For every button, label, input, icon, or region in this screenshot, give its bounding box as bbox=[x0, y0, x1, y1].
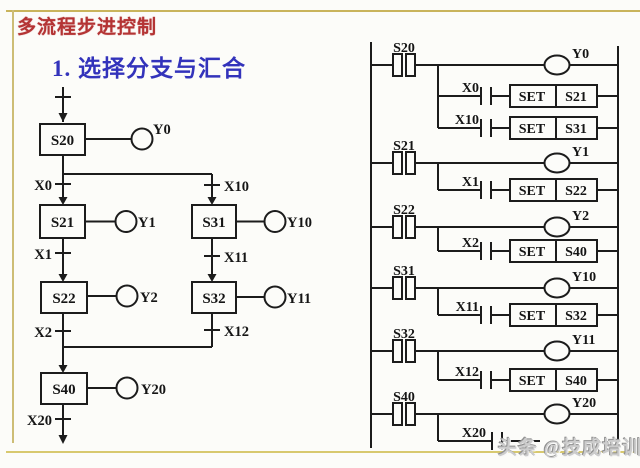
stl-step-contacts bbox=[392, 53, 416, 426]
transition-label: X12 bbox=[224, 324, 249, 340]
set-keyword: SET bbox=[519, 245, 546, 260]
output-label: Y11 bbox=[287, 291, 311, 307]
no-contacts bbox=[480, 87, 503, 450]
sfc-transition-ticks bbox=[55, 183, 220, 420]
frame-top-line bbox=[6, 10, 640, 12]
transition-label: X10 bbox=[224, 179, 249, 195]
output-label: Y20 bbox=[141, 382, 166, 398]
output-coil-y2 bbox=[115, 284, 139, 308]
set-boxes bbox=[509, 84, 598, 392]
contact-label: X11 bbox=[456, 300, 479, 315]
set-target: S40 bbox=[565, 374, 587, 389]
step-label: S31 bbox=[202, 215, 225, 231]
stl-contact-label: S32 bbox=[393, 327, 415, 342]
step-label: S32 bbox=[202, 291, 225, 307]
section-heading: 1. 选择分支与汇合 bbox=[52, 56, 246, 81]
output-coils bbox=[543, 54, 571, 425]
set-target: S40 bbox=[565, 245, 587, 260]
transition-label: X0 bbox=[34, 178, 52, 194]
step-label: S21 bbox=[51, 215, 74, 231]
set-keyword: SET bbox=[519, 90, 546, 105]
set-target: S32 bbox=[565, 309, 587, 324]
output-label: Y10 bbox=[287, 215, 312, 231]
stl-contact-label: S22 bbox=[393, 203, 415, 218]
contact-label: X1 bbox=[462, 175, 479, 190]
contact-label: X0 bbox=[462, 81, 479, 96]
watermark: 头条 @技成培训 bbox=[498, 438, 640, 459]
step-box-s32 bbox=[191, 281, 237, 314]
set-keyword: SET bbox=[519, 374, 546, 389]
coil-label: Y10 bbox=[572, 270, 596, 285]
transition-label: X2 bbox=[34, 325, 52, 341]
set-keyword: SET bbox=[519, 309, 546, 324]
transition-label: X1 bbox=[34, 247, 52, 263]
step-box-s22 bbox=[40, 281, 88, 314]
output-label: Y2 bbox=[140, 290, 158, 306]
set-keyword: SET bbox=[519, 184, 546, 199]
output-coil-y1 bbox=[114, 210, 138, 233]
ladder-wires bbox=[371, 64, 618, 442]
step-box-s40 bbox=[40, 372, 88, 405]
output-coil-y11 bbox=[263, 285, 287, 309]
stl-contact-label: S31 bbox=[393, 264, 415, 279]
coil-label: Y2 bbox=[572, 209, 589, 224]
step-box-s31 bbox=[191, 204, 237, 239]
sfc-diagram: S20 S21 S31 S22 S32 S40 Y0 Y1 Y10 Y2 Y11… bbox=[27, 87, 312, 444]
stl-contact-label: S21 bbox=[393, 139, 415, 154]
contact-label: X2 bbox=[462, 236, 479, 251]
set-keyword: SET bbox=[519, 122, 546, 137]
coil-label: Y0 bbox=[572, 47, 589, 62]
step-box-s20 bbox=[39, 123, 86, 156]
frame-left-line bbox=[12, 10, 14, 443]
output-label: Y1 bbox=[138, 215, 156, 231]
stl-contact-label: S40 bbox=[393, 390, 415, 405]
sfc-arrowheads bbox=[58, 113, 217, 444]
set-target: S21 bbox=[565, 90, 587, 105]
coil-label: Y20 bbox=[572, 396, 596, 411]
output-label: Y0 bbox=[153, 122, 171, 138]
step-label: S22 bbox=[52, 291, 75, 307]
step-label: S40 bbox=[52, 382, 75, 398]
step-label: S20 bbox=[51, 133, 74, 149]
stl-contact-label: S20 bbox=[393, 41, 415, 56]
output-coil-y20 bbox=[115, 376, 139, 400]
frame-bottom-line bbox=[6, 451, 640, 453]
coil-label: Y1 bbox=[572, 145, 589, 160]
coil-label: Y11 bbox=[572, 333, 595, 348]
ladder-diagram: S20 S21 S22 S31 S32 S40 Y0 Y1 Y2 Y10 Y11… bbox=[370, 41, 619, 452]
output-coil-y10 bbox=[263, 210, 287, 233]
page-title: 多流程步进控制 bbox=[17, 17, 158, 38]
transition-label: X20 bbox=[27, 413, 52, 429]
contact-label: X20 bbox=[462, 426, 486, 441]
contact-label: X10 bbox=[455, 113, 479, 128]
transition-label: X11 bbox=[224, 250, 248, 266]
output-coil-y0 bbox=[130, 127, 154, 151]
set-target: S31 bbox=[565, 122, 587, 137]
step-box-s21 bbox=[39, 204, 86, 239]
set-target: S22 bbox=[565, 184, 587, 199]
contact-label: X12 bbox=[455, 365, 479, 380]
